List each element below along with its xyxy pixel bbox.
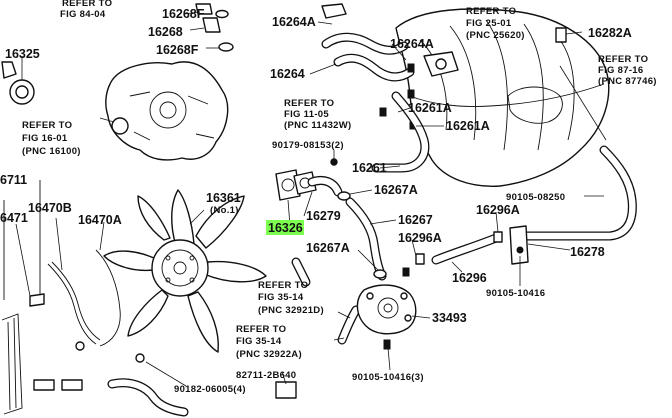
label-16326[interactable]: 16326 [268,221,303,235]
svg-text:(PNC 16100): (PNC 16100) [22,146,81,157]
refer-to-labels: REFER TO FIG 84-04 REFER TO FIG 25-01 (P… [22,0,657,360]
ref-fig-84-04[interactable]: REFER TO FIG 84-04 [60,0,112,20]
svg-text:REFER TO: REFER TO [284,98,334,109]
label-82711-2B640[interactable]: 82711-2B640 [236,370,296,381]
svg-text:FIG 35-14: FIG 35-14 [258,292,304,303]
outlet-gasket [275,169,317,201]
label-16470B[interactable]: 16470B [28,201,72,215]
water-hose-16279 [307,175,343,197]
label-16264[interactable]: 16264 [270,67,305,81]
ref-fig-25-01[interactable]: REFER TO FIG 25-01 (PNC 25620) [466,6,525,41]
label-16296[interactable]: 16296 [452,271,487,285]
label-16264A-top[interactable]: 16264A [272,15,316,29]
label-16268F-mid[interactable]: 16268F [156,43,199,57]
label-16267A-a[interactable]: 16267A [374,183,418,197]
ref-fig-16-01[interactable]: REFER TO FIG 16-01 (PNC 16100) [22,120,81,157]
ref-fig-35-14-b[interactable]: REFER TO FIG 35-14 (PNC 32922A) [236,324,302,360]
svg-text:REFER TO: REFER TO [22,120,72,131]
water-hose-16267 [330,158,387,281]
oil-cooler-hose [291,257,361,345]
label-90105-10416-3[interactable]: 90105-10416(3) [352,372,424,383]
radiator-hose-lower [33,353,297,417]
label-16325[interactable]: 16325 [5,47,40,61]
label-16279[interactable]: 16279 [306,209,341,223]
label-90182-06005[interactable]: 90182-06005(4) [174,384,246,395]
label-16268[interactable]: 16268 [148,25,183,39]
ref-fig-87-16[interactable]: REFER TO FIG 87-16 (PNC 87746) [598,54,657,87]
label-90105-10416[interactable]: 90105-10416 [486,288,545,299]
label-16471[interactable]: 6471 [0,211,28,225]
svg-text:FIG 16-01: FIG 16-01 [22,133,68,144]
radiator-left [1,180,121,415]
cooling-fan [103,189,267,353]
water-pump-assembly [1,3,234,161]
label-16711[interactable]: 6711 [0,173,27,187]
svg-text:FIG 25-01: FIG 25-01 [466,18,512,29]
ref-fig-11-05[interactable]: REFER TO FIG 11-05 (PNC 11432W) [284,98,351,131]
label-16296A-a[interactable]: 16296A [476,203,520,217]
svg-text:(PNC 11432W): (PNC 11432W) [284,120,351,131]
label-16470A[interactable]: 16470A [78,213,122,227]
label-16267[interactable]: 16267 [398,213,433,227]
label-16282A[interactable]: 16282A [588,26,632,40]
svg-text:(PNC 32921D): (PNC 32921D) [258,305,324,316]
water-inlet-housing [356,267,417,350]
ref-fig-35-14-a[interactable]: REFER TO FIG 35-14 (PNC 32921D) [258,280,324,316]
label-16267A-b[interactable]: 16267A [306,241,350,255]
label-16261[interactable]: 16261 [352,161,387,175]
label-16268F-top[interactable]: 16268F [162,7,205,21]
svg-text:REFER TO: REFER TO [62,0,112,9]
svg-text:REFER TO: REFER TO [236,324,286,335]
svg-text:FIG 35-14: FIG 35-14 [236,336,282,347]
water-hose-16296 [415,231,503,265]
label-16261A-a[interactable]: 16261A [408,101,452,115]
svg-text:REFER TO: REFER TO [258,280,308,291]
svg-text:FIG 87-16: FIG 87-16 [598,65,643,76]
svg-text:(PNC 32922A): (PNC 32922A) [236,349,302,360]
water-bypass-pipe [371,91,430,173]
label-16261A-b[interactable]: 16261A [446,119,490,133]
bypass-hoses-top [321,3,567,130]
label-16264A-mid[interactable]: 16264A [390,37,434,51]
label-33493[interactable]: 33493 [432,311,467,325]
svg-text:(PNC 87746): (PNC 87746) [598,76,657,87]
label-16361-sub: (No.1) [210,205,239,216]
label-90179-08153[interactable]: 90179-08153(2) [272,140,344,151]
label-16361[interactable]: 16361 [206,191,241,205]
svg-text:FIG 11-05: FIG 11-05 [284,109,329,120]
svg-text:FIG 84-04: FIG 84-04 [60,9,106,20]
label-90105-08250[interactable]: 90105-08250 [506,192,565,203]
svg-text:REFER TO: REFER TO [466,6,516,17]
leader-lines [15,11,607,387]
svg-text:REFER TO: REFER TO [598,54,648,65]
highlight-16326 [266,220,304,235]
svg-text:(PNC 25620): (PNC 25620) [466,30,525,41]
label-16296A-b[interactable]: 16296A [398,231,442,245]
water-outlet-pipe [509,145,637,265]
part-labels: 16268F 16268 16268F 16325 16264A 16264A … [0,7,632,395]
label-16278[interactable]: 16278 [570,245,605,259]
